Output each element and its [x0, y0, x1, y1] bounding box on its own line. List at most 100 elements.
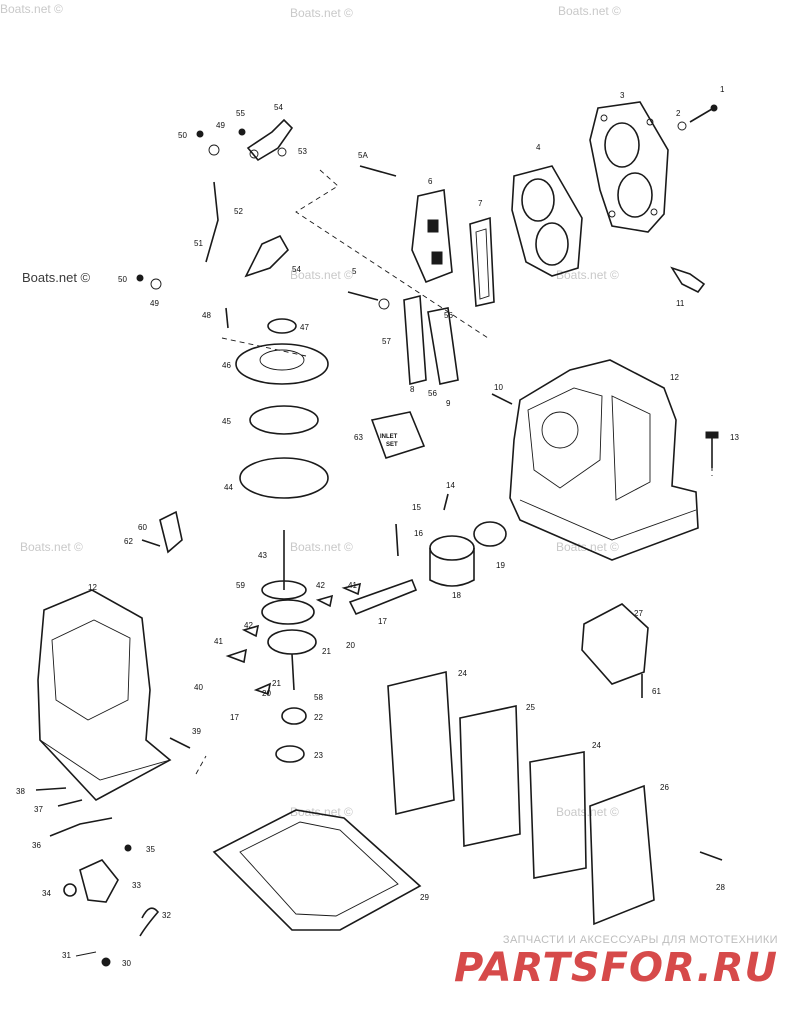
watermark: Boats.net © [0, 2, 63, 16]
bearing-47 [267, 318, 297, 334]
exhaust-plate-25 [459, 705, 521, 847]
callout: 7 [478, 199, 483, 208]
pin-31 [75, 951, 97, 957]
bolt-37 [57, 799, 83, 807]
callout: 31 [62, 951, 71, 960]
link-rod-52 [205, 181, 219, 263]
callout: 56 [444, 311, 453, 320]
callout: 44 [224, 483, 233, 492]
stud-14 [443, 493, 449, 511]
screw-50b [136, 274, 144, 282]
callout: 17 [378, 617, 387, 626]
nut-30 [101, 957, 111, 967]
seal-22 [281, 707, 307, 725]
callout: 30 [122, 959, 131, 968]
callout: 60 [138, 523, 147, 532]
bolt-39 [169, 737, 191, 749]
callouts: 1 2 3 4 5A 6 7 5 57 56 56 8 9 10 11 12 1… [16, 85, 739, 968]
callout: 16 [414, 529, 423, 538]
callout: 6 [428, 177, 433, 186]
cylinder-head-gasket-4 [511, 165, 583, 277]
callout: 53 [298, 147, 307, 156]
callout: 54 [274, 103, 283, 112]
callout: 46 [222, 361, 231, 370]
watermark: Boats.net © [20, 540, 83, 554]
callout: 43 [258, 551, 267, 560]
seal-23 [275, 745, 305, 763]
piston-ring-19 [473, 521, 507, 547]
callout: 20 [346, 641, 355, 650]
callout: 25 [526, 703, 535, 712]
watermark: Boats.net © [22, 270, 91, 285]
gasket-29 [212, 809, 422, 931]
callout: 55 [236, 109, 245, 118]
cover-6 [411, 189, 453, 284]
callout: 51 [194, 239, 203, 248]
connecting-rod-17 [348, 578, 418, 616]
inset-label: INLET [380, 434, 398, 440]
callout: 19 [496, 561, 505, 570]
callout: 32 [162, 911, 171, 920]
gasket-44 [239, 457, 329, 499]
throttle-lever-54 [246, 118, 294, 162]
guide-line [295, 169, 489, 339]
bracket-33 [79, 859, 119, 903]
screw-28 [699, 851, 723, 861]
callout: 49 [216, 121, 225, 130]
gasket-29-inner [239, 821, 399, 917]
callout: 42 [316, 581, 325, 590]
bolt-1 [689, 104, 718, 123]
callout: 61 [652, 687, 661, 696]
callout: 21 [272, 679, 281, 688]
callout: 5 [352, 267, 357, 276]
callout: 49 [150, 299, 159, 308]
reed-plate-8 [403, 294, 459, 386]
callout: 45 [222, 417, 231, 426]
callout: 28 [716, 883, 725, 892]
clip-49 [208, 144, 220, 156]
watermark: Boats.net © [290, 540, 353, 554]
callout: 5A [358, 151, 368, 160]
crankcase-left [37, 589, 172, 801]
callout: 17 [230, 713, 239, 722]
bearing-half-20 [253, 682, 272, 696]
footer-tagline: ЗАПЧАСТИ И АКСЕССУАРЫ ДЛЯ МОТОТЕХНИКИ [502, 934, 778, 946]
site-logo[interactable]: PARTSFOR.RU [453, 945, 778, 991]
callout: 3 [620, 91, 625, 100]
piston-18 [429, 535, 475, 587]
bearing-half-42b [315, 594, 334, 608]
callout: 57 [382, 337, 391, 346]
screw-5 [347, 291, 379, 301]
nut-55 [238, 128, 246, 136]
callout: 12 [670, 373, 679, 382]
watermark: Boats.net © [558, 4, 621, 18]
callout: 20 [262, 689, 271, 698]
callout: 2 [676, 109, 681, 118]
callout: 18 [452, 591, 461, 600]
callout: 47 [300, 323, 309, 332]
callout: 42 [244, 621, 253, 630]
callout: 62 [124, 537, 133, 546]
callout: 9 [446, 399, 451, 408]
callout: 37 [34, 805, 43, 814]
callout: 38 [16, 787, 25, 796]
gasket-45 [249, 405, 319, 435]
inset-label: SET [386, 442, 398, 448]
callout: 34 [42, 889, 51, 898]
callout: 10 [494, 383, 503, 392]
washer-2 [677, 121, 687, 131]
callout: 41 [348, 581, 357, 590]
temp-sender-11 [670, 266, 706, 294]
callout: 27 [634, 609, 643, 618]
exhaust-gasket-24b [529, 751, 587, 879]
screw-5a [359, 165, 397, 177]
callout: 33 [132, 881, 141, 890]
screw-48 [225, 307, 229, 329]
washer-57 [378, 298, 390, 310]
guide-line [221, 337, 307, 357]
callout: 58 [314, 693, 323, 702]
gasket-7 [469, 216, 495, 307]
callout: 23 [314, 751, 323, 760]
callout: 22 [314, 713, 323, 722]
callout: 52 [234, 207, 243, 216]
